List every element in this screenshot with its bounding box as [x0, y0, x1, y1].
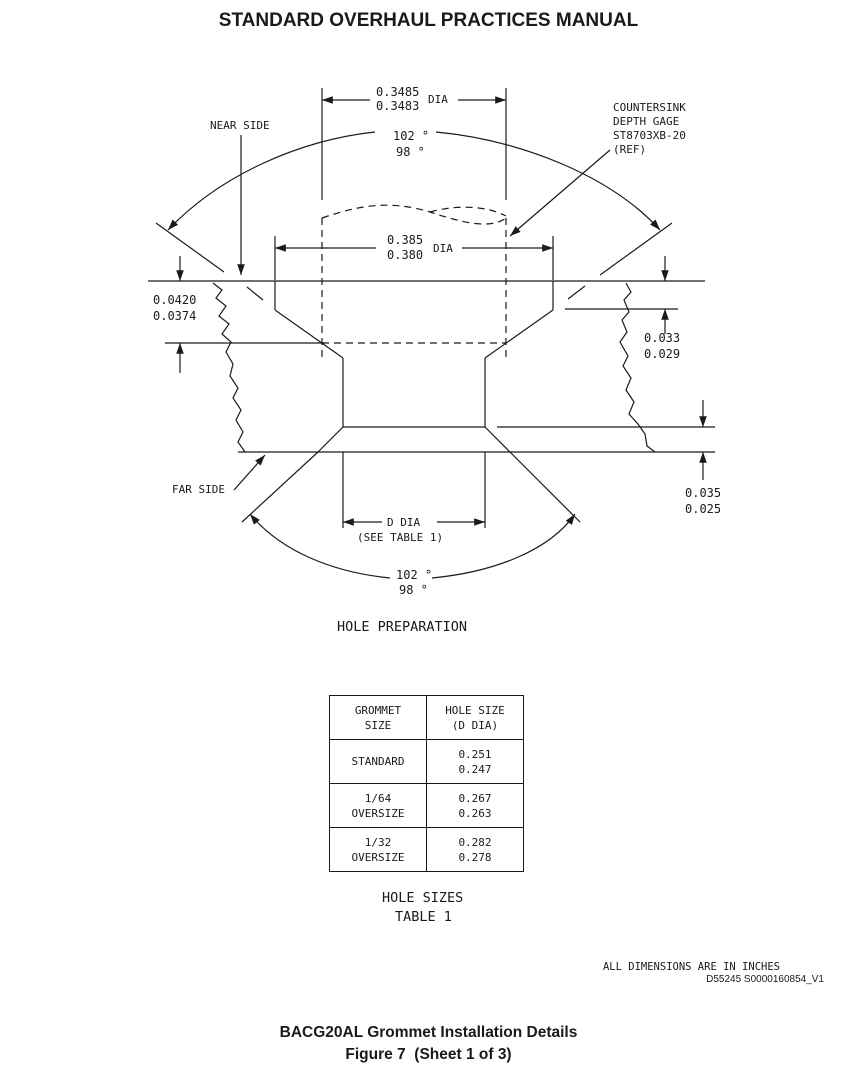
top-angle-lower: 98 ° — [396, 145, 425, 159]
gage-note-line-3: ST8703XB-20 — [613, 129, 686, 142]
far-depth-upper: 0.035 — [685, 486, 721, 500]
figure-caption-number: Figure 7 (Sheet 1 of 3) — [345, 1046, 512, 1063]
gage-note-line-2: DEPTH GAGE — [613, 115, 679, 128]
units-note: ALL DIMENSIONS ARE IN INCHES — [602, 961, 780, 973]
bottom-angle-ext-left — [241, 451, 319, 523]
header-grommet-size: GROMMET SIZE — [329, 695, 427, 740]
far-chamfer-left — [317, 426, 344, 453]
far-chamfer-right — [484, 426, 511, 453]
left-depth-upper: 0.0420 — [153, 293, 196, 307]
hole-sizes-table: GROMMET SIZE HOLE SIZE (D DIA) STANDARD … — [329, 695, 524, 872]
figure-caption-title: BACG20AL Grommet Installation Details — [279, 1024, 578, 1041]
far-side-label: FAR SIDE — [172, 483, 225, 496]
top-dia-lower: 0.3483 — [376, 99, 419, 113]
manual-title: STANDARD OVERHAUL PRACTICES MANUAL — [218, 10, 639, 31]
left-depth-lower: 0.0374 — [153, 309, 196, 323]
bottom-angle-ext-right — [509, 451, 581, 523]
csk-left-cone — [274, 309, 344, 359]
gage-note-line-4: (REF) — [613, 143, 646, 156]
right-depth-upper: 0.033 — [644, 331, 680, 345]
hole-size-cell: 0.282 0.278 — [426, 827, 524, 872]
mid-dia-lower: 0.380 — [387, 248, 423, 262]
table-caption-1: HOLE SIZES — [382, 890, 463, 906]
d-dia-label: D DIA — [387, 516, 420, 529]
top-angle-upper: 102 ° — [393, 129, 429, 143]
bottom-angle-upper: 102 ° — [396, 568, 432, 582]
mid-dia-unit: DIA — [433, 242, 453, 255]
mid-dia-upper: 0.385 — [387, 233, 423, 247]
grommet-size-cell: 1/32 OVERSIZE — [329, 827, 427, 872]
csk-right-cone — [484, 309, 554, 359]
table-row: 1/64 OVERSIZE 0.267 0.263 — [329, 783, 524, 828]
far-depth-lower: 0.025 — [685, 502, 721, 516]
hole-size-cell: 0.267 0.263 — [426, 783, 524, 828]
near-side-label: NEAR SIDE — [210, 119, 270, 132]
table-row: STANDARD 0.251 0.247 — [329, 739, 524, 784]
section-title: HOLE PREPARATION — [337, 619, 467, 635]
right-depth-lower: 0.029 — [644, 347, 680, 361]
top-angle-ext-left — [155, 222, 225, 273]
hole-size-cell: 0.251 0.247 — [426, 739, 524, 784]
top-dia-unit: DIA — [428, 93, 448, 106]
d-dia-ref: (SEE TABLE 1) — [357, 531, 443, 544]
top-angle-ext-right — [599, 222, 673, 276]
near-edge-tick-right — [567, 285, 586, 300]
countersink-gage-outline — [321, 204, 507, 362]
table-row: 1/32 OVERSIZE 0.282 0.278 — [329, 827, 524, 872]
header-hole-size: HOLE SIZE (D DIA) — [426, 695, 524, 740]
left-break-edge — [212, 282, 246, 453]
near-edge-tick-left — [246, 286, 264, 301]
grommet-size-cell: 1/64 OVERSIZE — [329, 783, 427, 828]
table-header-row: GROMMET SIZE HOLE SIZE (D DIA) — [329, 695, 524, 740]
image-code: D55245 S0000160854_V1 — [706, 974, 824, 985]
table-caption-2: TABLE 1 — [395, 909, 452, 925]
bottom-angle-lower: 98 ° — [399, 583, 428, 597]
top-dia-upper: 0.3485 — [376, 85, 419, 99]
gage-note-line-1: COUNTERSINK — [613, 101, 686, 114]
grommet-size-cell: STANDARD — [329, 739, 427, 784]
